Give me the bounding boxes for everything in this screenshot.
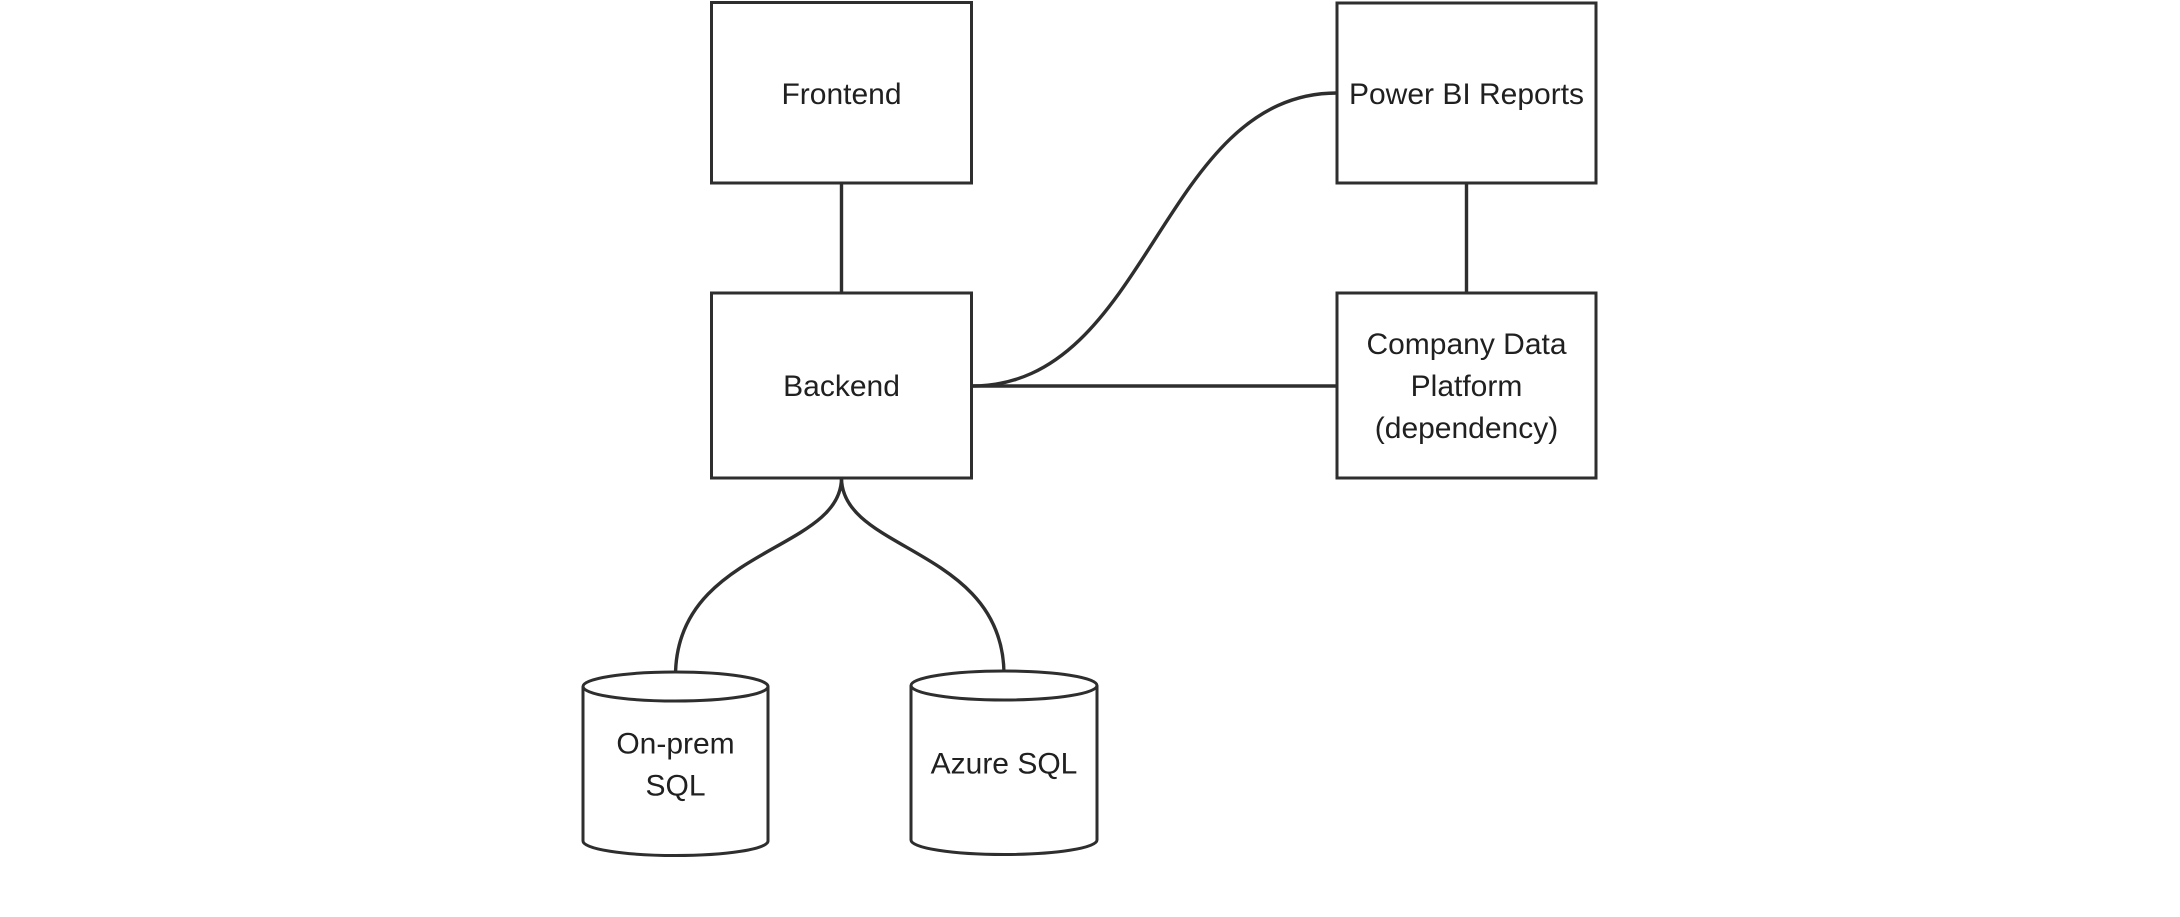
company-data-platform-label-line1: Company Data <box>1366 328 1566 361</box>
on-prem-sql-label-line1: On-prem <box>616 728 734 761</box>
edge-backend-onprem <box>673 477 844 677</box>
company-data-platform-box <box>1335 291 1598 480</box>
backend-label: Backend <box>783 370 900 403</box>
company-data-platform-label-line2: Platform <box>1411 370 1523 403</box>
on-prem-sql-label-line2: SQL <box>645 770 705 803</box>
diagram-edges <box>673 91 1469 677</box>
node-company-data-platform: Company Data Platform (dependency) <box>1335 291 1598 480</box>
backend-box <box>710 291 973 480</box>
on-prem-sql-cylinder-top <box>581 670 770 703</box>
power-bi-label: Power BI Reports <box>1349 78 1584 111</box>
frontend-box <box>710 1 973 185</box>
node-azure-sql: Azure SQL <box>909 669 1099 856</box>
node-power-bi-reports: Power BI Reports <box>1335 1 1598 185</box>
frontend-label: Frontend <box>781 78 901 111</box>
node-frontend: Frontend <box>710 1 973 185</box>
azure-sql-label: Azure SQL <box>931 748 1078 781</box>
edge-backend-powerbi <box>971 91 1338 388</box>
azure-sql-cylinder-body <box>909 685 1099 856</box>
azure-sql-cylinder-top <box>909 669 1099 702</box>
company-data-platform-label-line3: (dependency) <box>1375 412 1558 445</box>
power-bi-box <box>1335 1 1598 185</box>
edge-backend-azure <box>839 477 1006 676</box>
node-backend: Backend <box>710 291 973 480</box>
node-on-prem-sql: On-prem SQL <box>581 670 770 857</box>
on-prem-sql-cylinder-body <box>581 686 770 857</box>
